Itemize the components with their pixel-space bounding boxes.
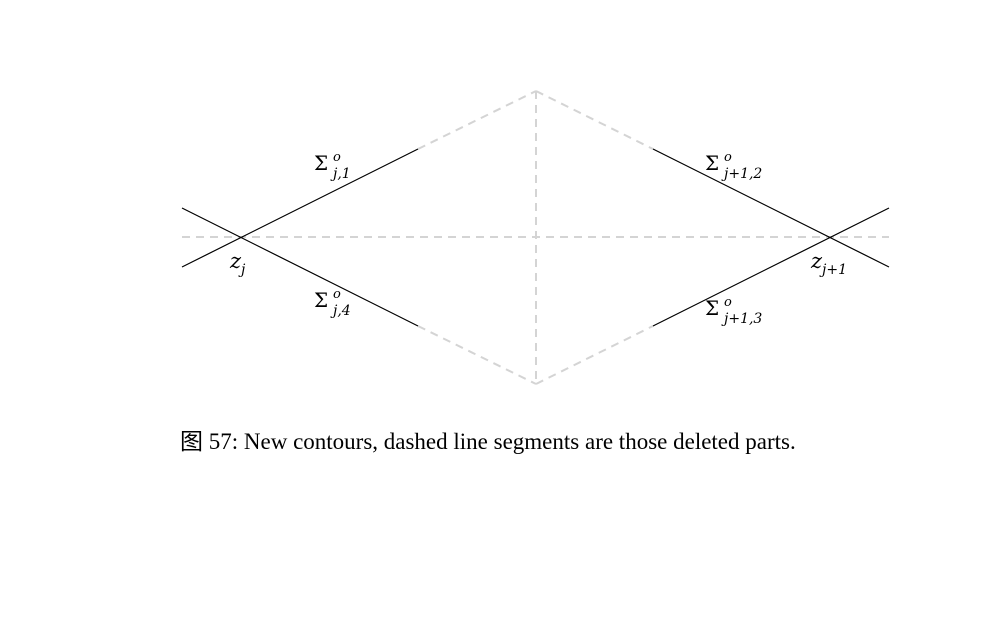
dashed-lower-left-segment <box>417 325 537 385</box>
z-symbol: z <box>810 249 823 273</box>
superscript: o <box>333 287 341 302</box>
dashed-lower-right-segment <box>535 325 654 385</box>
superscript: o <box>724 150 732 165</box>
figure-caption: 图 57: New contours, dashed line segments… <box>180 429 796 454</box>
dashed-upper-right-segment <box>535 90 654 150</box>
z-subscript: j <box>238 262 246 278</box>
label-sigma-j1-3: Σ o j+1,3 <box>705 295 762 327</box>
sigma-symbol: Σ <box>314 288 328 312</box>
label-z-j1: z j+1 <box>810 249 847 278</box>
sigma-symbol: Σ <box>705 151 719 175</box>
label-sigma-j1: Σ o j,1 <box>314 150 351 182</box>
contour-sigma-j1 <box>181 148 419 268</box>
superscript: o <box>333 150 341 165</box>
contour-sigma-j1-2 <box>652 148 890 268</box>
z-symbol: z <box>229 249 242 273</box>
subscript: j+1,2 <box>721 166 762 182</box>
z-subscript: j+1 <box>819 262 847 278</box>
label-sigma-j4: Σ o j,4 <box>314 287 351 319</box>
superscript: o <box>724 295 732 310</box>
subscript: j,4 <box>330 303 351 319</box>
sigma-symbol: Σ <box>705 296 719 320</box>
label-sigma-j1-2: Σ o j+1,2 <box>705 150 762 182</box>
sigma-symbol: Σ <box>314 151 328 175</box>
contour-sigma-j1-3 <box>652 207 890 327</box>
dashed-upper-left-segment <box>417 90 537 150</box>
subscript: j,1 <box>330 166 351 182</box>
contour-sigma-j4 <box>181 207 419 327</box>
label-z-j: z j <box>229 249 246 278</box>
subscript: j+1,3 <box>721 311 762 327</box>
